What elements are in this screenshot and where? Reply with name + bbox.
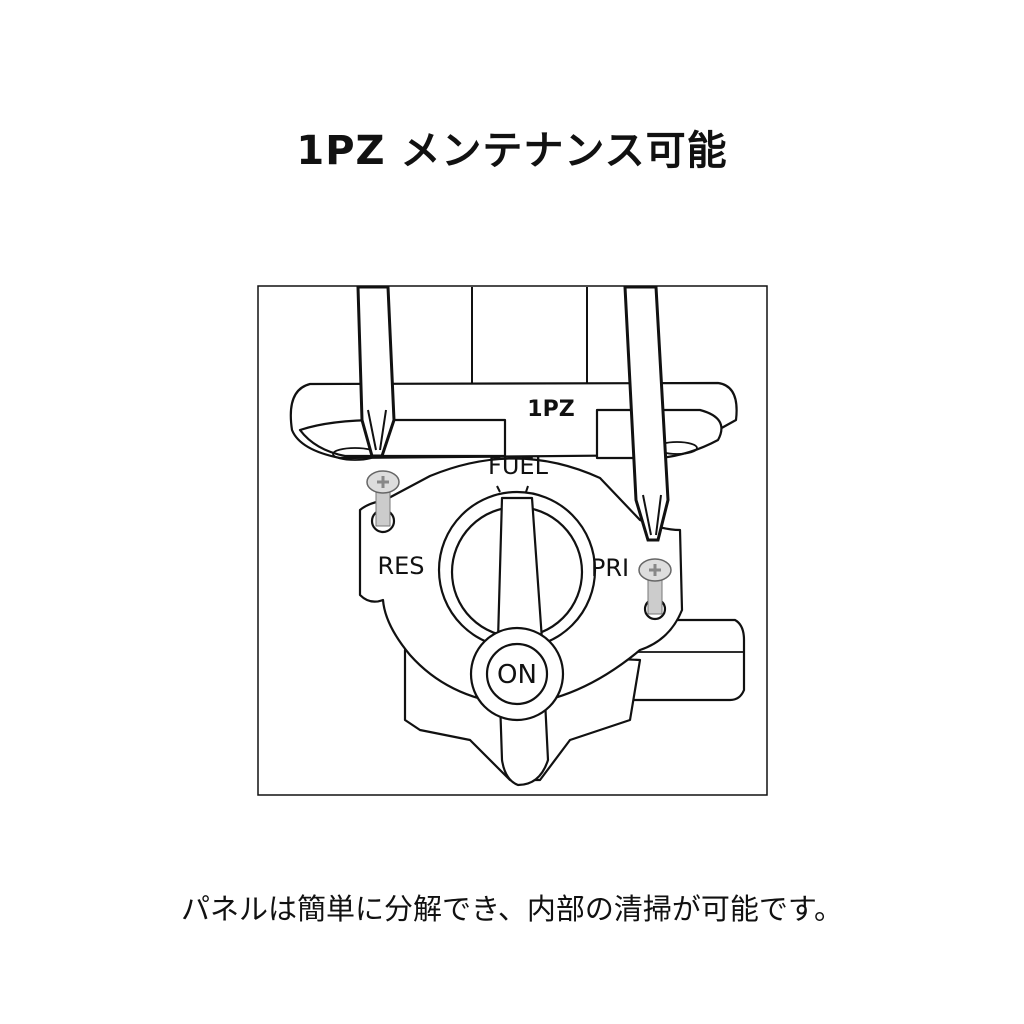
screw-icon <box>366 470 400 527</box>
res-label: RES <box>377 552 424 580</box>
screwdriver-icon <box>356 285 396 458</box>
caption: パネルは簡単に分解でき、内部の清掃が可能です。 <box>180 892 844 926</box>
on-label: ON <box>497 660 537 690</box>
fuel-label: FUEL <box>488 452 549 480</box>
pri-label: PRI <box>591 554 629 582</box>
screw-icon <box>638 558 672 615</box>
fuel-valve-icon <box>289 287 746 787</box>
screwdriver-icon <box>623 285 670 542</box>
model-label: 1PZ <box>527 397 574 422</box>
page-title: 1PZ メンテナンス可能 <box>296 128 728 174</box>
